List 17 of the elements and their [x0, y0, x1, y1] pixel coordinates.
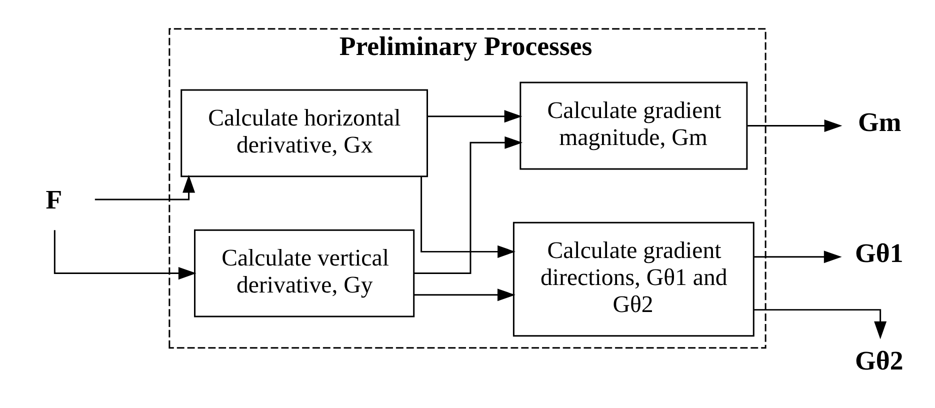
arrow [754, 309, 887, 340]
arrow [427, 110, 522, 123]
arrow [414, 288, 516, 302]
node-text: Gm [858, 106, 902, 137]
node-box: Calculate gradient magnitude, Gm [520, 82, 748, 170]
node-text: Gθ2 [854, 345, 904, 376]
arrow [420, 176, 516, 258]
node-box: Calculate horizontal derivative, Gx [180, 89, 428, 178]
arrow [94, 174, 196, 200]
node-text: F [46, 184, 62, 214]
arrow [54, 230, 196, 280]
arrow [748, 120, 842, 132]
node-box: Calculate gradient directions, Gθ1 and Gθ2 [512, 222, 754, 337]
arrow [754, 250, 842, 264]
node-box: Calculate vertical derivative, Gy [194, 229, 415, 318]
arrow [414, 136, 523, 274]
node-text: Gθ1 [854, 238, 904, 268]
